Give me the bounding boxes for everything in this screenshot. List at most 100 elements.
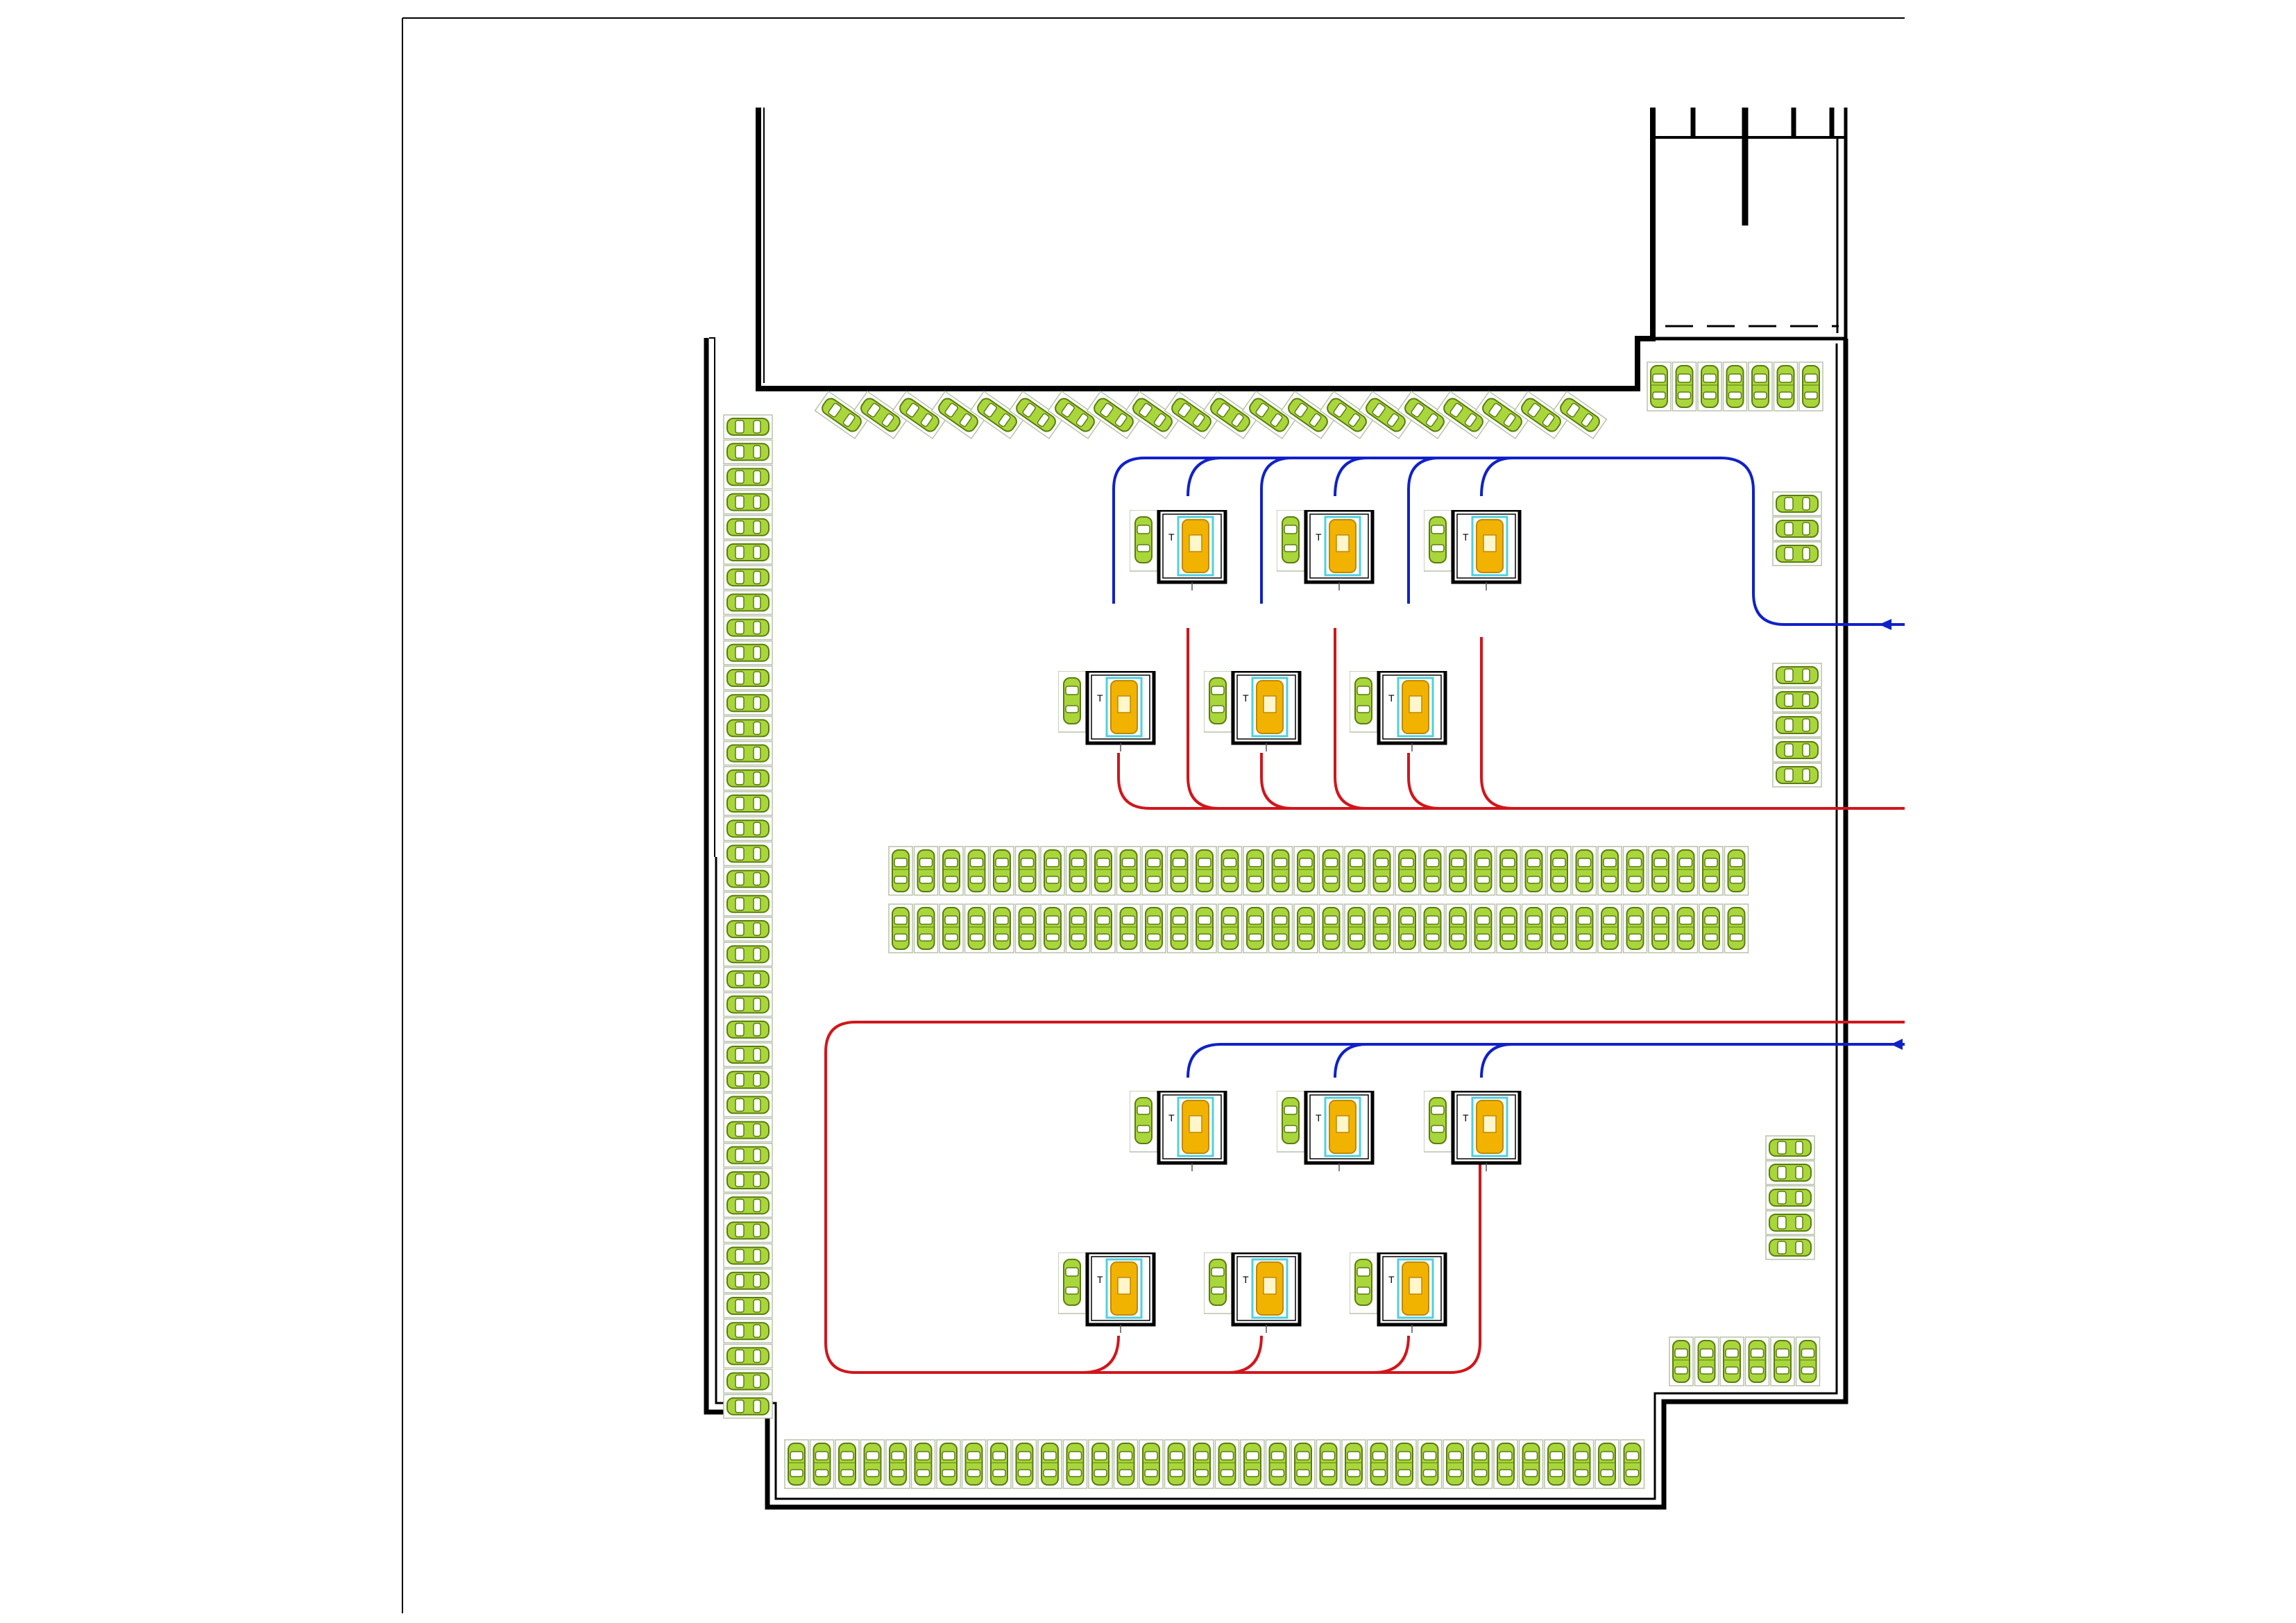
car-icon [1773,361,1798,412]
car-icon [1699,845,1724,897]
car-lift-icon [1058,1246,1154,1333]
car-icon [1771,491,1823,516]
car-icon [1771,738,1823,763]
car-lift-icon [1350,664,1445,751]
car-icon [722,1042,774,1067]
car-icon [989,903,1014,954]
car-icon [1470,845,1496,897]
parking-groups-right [1764,491,1823,1260]
car-icon [1217,903,1243,954]
car-icon [1547,845,1572,897]
car-icon [1113,1438,1139,1490]
car-icon [1088,1438,1113,1490]
car-lift-icon [1058,664,1154,751]
car-icon [722,841,774,867]
car-icon [1521,845,1547,897]
car-icon [1572,845,1597,897]
car-icon [722,1268,774,1293]
arrow-left-icon [1879,619,1891,630]
car-icon [1468,1438,1493,1490]
car-icon [1318,845,1344,897]
car-icon [1798,361,1823,412]
car-icon [1770,1336,1795,1387]
car-icon [722,1318,774,1344]
car-icon [939,903,964,954]
car-icon [1065,845,1091,897]
car-icon [1268,903,1293,954]
car-icon [722,1193,774,1218]
car-icon [1395,845,1420,897]
car-icon [722,514,774,540]
car-icon [1037,1438,1062,1490]
car-icon [1012,1438,1037,1490]
car-lift-icon [1277,1084,1372,1171]
car-icon [1673,845,1699,897]
car-icon [1552,390,1608,440]
car-icon [1166,845,1192,897]
car-icon [1341,1438,1366,1490]
car-icon [722,917,774,942]
car-icon [1764,1185,1816,1210]
car-icon [1293,903,1318,954]
car-icon [913,903,939,954]
route-red-upper [1117,628,1905,810]
car-icon [1062,1438,1088,1490]
car-icon [1040,845,1065,897]
car-icon [1243,845,1268,897]
car-icon [722,1067,774,1093]
car-icon [1470,903,1496,954]
car-icon [1673,903,1699,954]
car-icon [1764,1235,1816,1260]
car-icon [1764,1135,1816,1160]
car-icon [1265,1438,1291,1490]
car-icon [1648,845,1673,897]
car-icon [1569,1438,1595,1490]
car-icon [722,942,774,967]
car-icon [722,1092,774,1118]
car-icon [722,1343,774,1369]
car-icon [722,866,774,892]
car-icon [989,845,1014,897]
car-icon [987,1438,1012,1490]
car-icon [1141,903,1166,954]
car-icon [888,903,913,954]
car-lift-icon [1277,503,1372,590]
car-icon [1344,845,1369,897]
car-icon [1771,688,1823,713]
car-icon [1597,845,1622,897]
car-icon [1214,1438,1240,1490]
car-icon [1217,845,1243,897]
car-icon [1795,1336,1821,1387]
upper-building-outline [756,108,1848,391]
car-icon [1116,845,1141,897]
car-icon [1724,845,1749,897]
car-icon [835,1438,860,1490]
car-icon [1192,845,1217,897]
car-icon [722,489,774,515]
car-icon [722,1243,774,1268]
car-lift-icon [1130,1084,1225,1171]
central-parking-rows [888,845,1749,954]
car-icon [1771,516,1823,541]
car-icon [1722,361,1748,412]
car-icon [1116,903,1141,954]
car-icon [722,1142,774,1168]
car-icon [1518,1438,1544,1490]
car-icon [1268,845,1293,897]
car-icon [1496,845,1521,897]
car-icon [1091,845,1116,897]
car-icon [1771,763,1823,788]
car-icon [1647,361,1672,412]
car-lift-icon [1424,503,1520,590]
car-icon [936,1438,961,1490]
car-icon [961,1438,987,1490]
car-icon [1699,903,1724,954]
car-icon [1240,1438,1265,1490]
car-icon [1764,1160,1816,1185]
car-icon [1065,903,1091,954]
car-icon [722,439,774,465]
car-lift-icon [1350,1246,1445,1333]
car-icon [1420,903,1445,954]
car-icon [1771,713,1823,738]
car-icon [1771,663,1823,688]
